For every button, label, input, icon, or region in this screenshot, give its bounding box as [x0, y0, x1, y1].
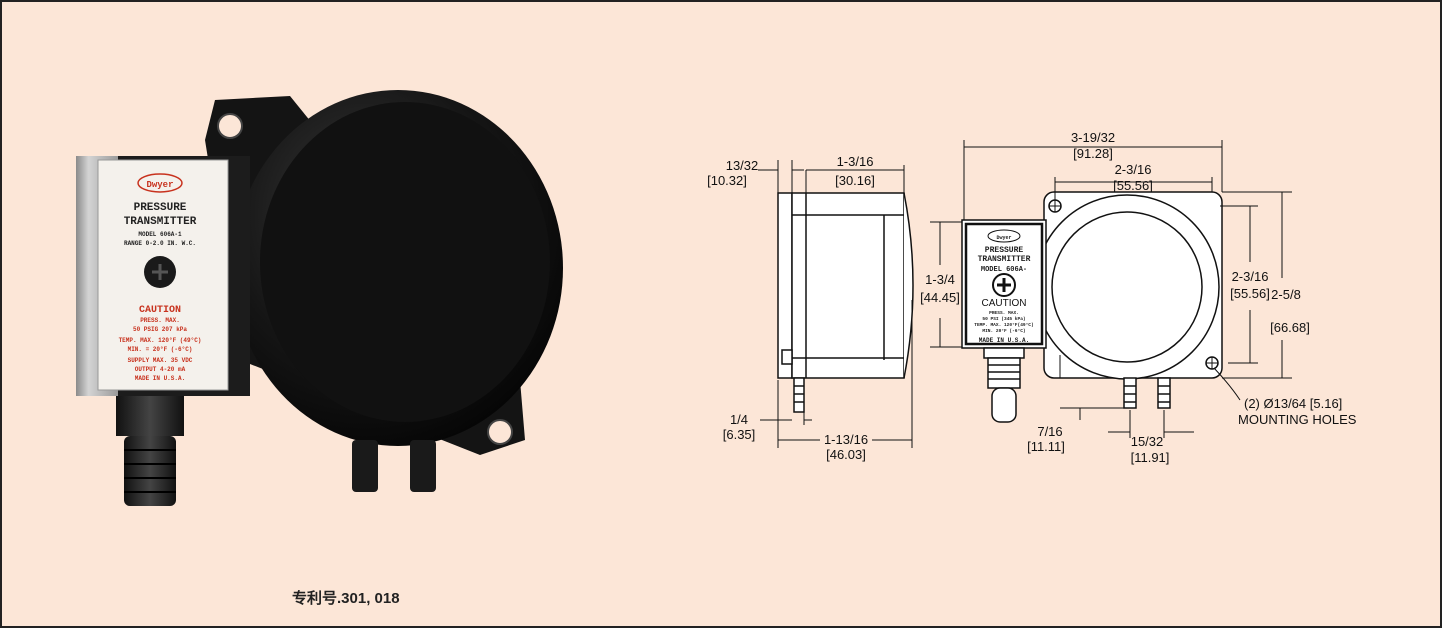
photo-spec-0: PRESS. MAX. [140, 317, 180, 324]
cable-gland-body [124, 436, 176, 506]
drawing-spec-1: 50 PSI (345 kPa) [982, 316, 1025, 322]
drawing-spec-0: PRESS. MAX. [989, 310, 1019, 316]
photo-spec-4: SUPPLY MAX. 35 VDC [128, 357, 193, 364]
drawing-caution: CAUTION [982, 298, 1027, 309]
dim-d7-b: [55.56] [1113, 178, 1153, 193]
pressure-fitting-low [410, 440, 436, 492]
dim-d10-b: [11.11] [1027, 439, 1065, 454]
flange-hole-top [217, 113, 243, 139]
dim-d5-b: [46.03] [826, 447, 866, 462]
dim-holes-b: MOUNTING HOLES [1238, 412, 1357, 427]
dimension-lines [758, 140, 1292, 448]
dim-d9-a: 2-5/8 [1271, 287, 1301, 302]
dim-d11-a: 15/32 [1131, 434, 1164, 449]
drawing-made: MADE IN U.S.A. [979, 337, 1029, 344]
photo-spec-2: TEMP. MAX. 120°F (49°C) [119, 337, 202, 344]
dim-d4-b: [6.35] [723, 427, 756, 442]
side-view-drawing [777, 192, 914, 413]
dim-d1-a: 13/32 [726, 158, 759, 173]
drawing-model: MODEL 606A- [981, 266, 1027, 274]
drawing-logo: Dwyer [996, 235, 1011, 241]
dim-d1-b: [10.32] [707, 173, 747, 188]
photo-model: MODEL 606A-1 [138, 231, 182, 238]
drawing-title-1: PRESSURE [985, 246, 1024, 255]
dim-d3-a: 1-3/4 [925, 272, 955, 287]
dim-d4-a: 1/4 [730, 412, 748, 427]
dim-d9-b: [66.68] [1270, 320, 1310, 335]
photo-caution: CAUTION [139, 305, 181, 316]
dim-d3-b: [44.45] [920, 290, 960, 305]
dim-d11-b: [11.91] [1131, 450, 1170, 465]
flange-hole-bottom [487, 419, 513, 445]
photo-spec-3: MIN. = 20°F (-6°C) [128, 346, 193, 353]
dimension-labels: 13/32 [10.32] 1-3/16 [30.16] 1-3/4 [44.4… [707, 130, 1357, 465]
dim-d10-a: 7/16 [1037, 424, 1062, 439]
dim-d2-b: [30.16] [835, 173, 875, 188]
photo-spec-5: OUTPUT 4-20 mA [135, 366, 186, 373]
transmitter-photo: Dwyer PRESSURE TRANSMITTER MODEL 606A-1 … [76, 90, 563, 506]
dim-holes-a: (2) Ø13/64 [5.16] [1244, 396, 1342, 411]
dim-d7-a: 2-3/16 [1115, 162, 1152, 177]
dim-d6-a: 3-19/32 [1071, 130, 1115, 145]
front-view-drawing [961, 191, 1223, 423]
photo-logo: Dwyer [146, 180, 173, 190]
cable-gland-nut [116, 396, 184, 436]
photo-range: RANGE 0-2.0 IN. W.C. [124, 240, 196, 247]
drawing-spec-3: MIN. 20°F (-6°C) [982, 328, 1025, 334]
dim-d2-a: 1-3/16 [837, 154, 874, 169]
photo-spec-6: MADE IN U.S.A. [135, 375, 185, 382]
pressure-fitting-high [352, 440, 378, 492]
drawing-label-text: Dwyer PRESSURE TRANSMITTER MODEL 606A- C… [974, 235, 1033, 344]
drawing-spec-2: TEMP. MAX. 120°F(49°C) [974, 322, 1033, 328]
dim-d8-b: [55.56] [1230, 286, 1270, 301]
drawing-title-2: TRANSMITTER [978, 255, 1031, 264]
dim-d8-a: 2-3/16 [1232, 269, 1269, 284]
photo-title-2: TRANSMITTER [124, 216, 197, 228]
photo-spec-1: 50 PSIG 207 kPa [133, 326, 187, 333]
dim-d6-b: [91.28] [1073, 146, 1113, 161]
dim-d5-a: 1-13/16 [824, 432, 868, 447]
patent-number: 专利号.301, 018 [292, 590, 400, 607]
photo-title-1: PRESSURE [134, 202, 187, 214]
